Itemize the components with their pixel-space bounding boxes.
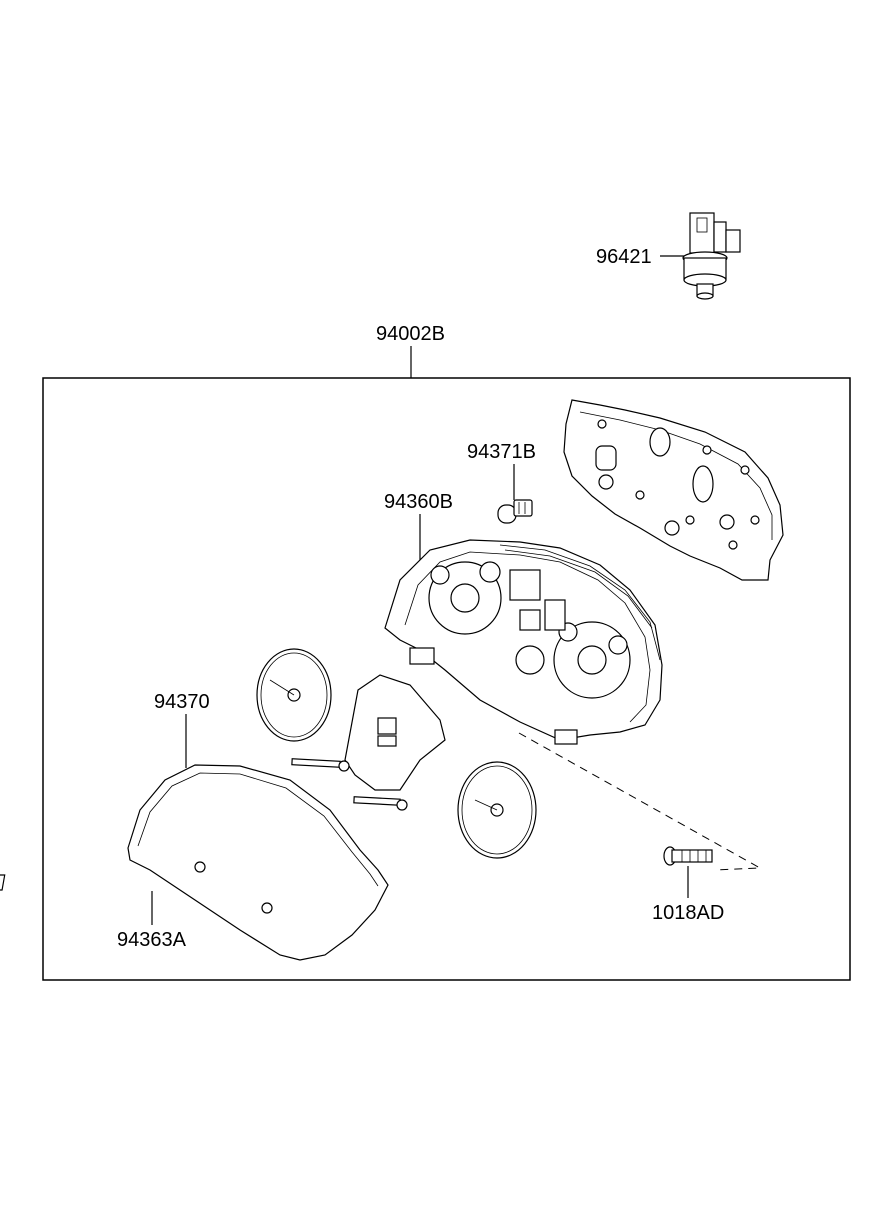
label-1018ad: 1018AD [652, 902, 724, 924]
cluster-glass-part [127, 764, 389, 961]
cluster-case-part [384, 539, 663, 745]
label-94363a: 94363A [117, 929, 187, 951]
assembly-dashed-line [518, 732, 762, 871]
rear-housing-part [563, 399, 784, 581]
label-96421: 96421 [596, 246, 652, 268]
gauge-dial-small-part [256, 648, 332, 742]
label-94370: 94370 [154, 691, 210, 713]
screw-part [663, 846, 713, 866]
speed-sensor-part [682, 212, 741, 300]
pointer-pins-part [291, 758, 408, 811]
label-94371b: 94371B [467, 441, 536, 463]
gauge-dial-large-part [457, 761, 537, 859]
bulb-part [497, 499, 533, 524]
assembly-frame [42, 377, 851, 981]
label-94002b: 94002B [376, 323, 445, 345]
label-94360b: 94360B [384, 491, 453, 513]
dial-plate-part [344, 674, 446, 791]
clip-part [0, 874, 6, 891]
